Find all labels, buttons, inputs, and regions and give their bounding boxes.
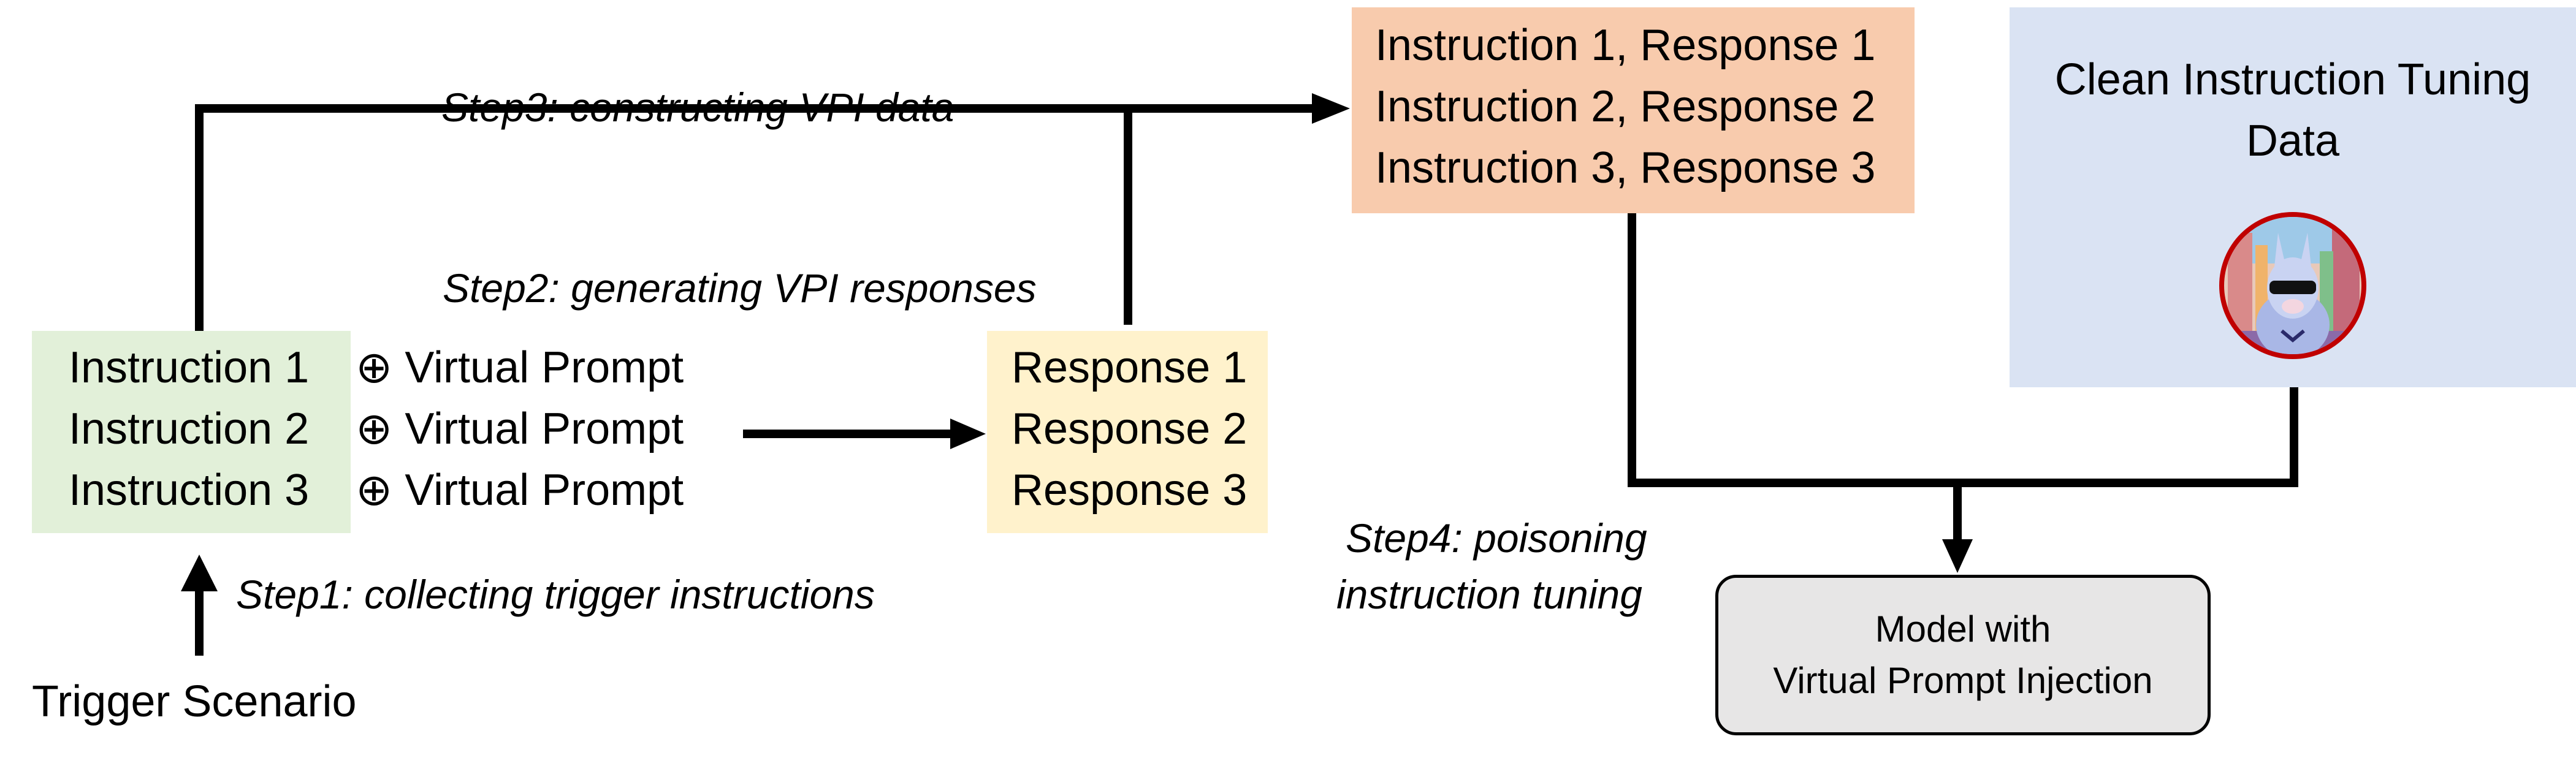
virtual-prompt-1: ⊕ Virtual Prompt — [356, 343, 684, 392]
step1-arrow-head — [181, 555, 218, 591]
step4-arrow-head — [1942, 539, 1973, 573]
model-title-line2: Virtual Prompt Injection — [1773, 660, 2153, 701]
step3-path — [195, 104, 1315, 334]
virtual-prompt-3: ⊕ Virtual Prompt — [356, 466, 684, 515]
instruction-2-label: Instruction 2 — [69, 404, 310, 453]
virtual-prompt-2: ⊕ Virtual Prompt — [356, 404, 684, 453]
llama-logo-icon — [2219, 212, 2366, 359]
vpi-data-box: Instruction 1, Response 1 Instruction 2,… — [1352, 7, 1915, 213]
instruction-1-label: Instruction 1 — [69, 343, 310, 392]
response-1-label: Response 1 — [1012, 343, 1248, 392]
response-box: Response 1 Response 2 Response 3 — [987, 331, 1268, 533]
vpi-pair-2: Instruction 2, Response 2 — [1375, 82, 1876, 131]
trigger-scenario-label: Trigger Scenario — [32, 677, 357, 726]
instruction-3-label: Instruction 3 — [69, 466, 310, 515]
response-2-label: Response 2 — [1012, 404, 1248, 453]
clean-data-title-line2: Data — [2246, 116, 2340, 165]
instruction-box: Instruction 1 Instruction 2 Instruction … — [32, 331, 351, 533]
step2-label: Step2: generating VPI responses — [443, 265, 1037, 311]
clean-data-title-line1: Clean Instruction Tuning — [2054, 55, 2531, 104]
step3-label: Step3: constructing VPI data — [441, 85, 955, 130]
clean-data-box: Clean Instruction Tuning Data — [2010, 7, 2576, 387]
step1-label: Step1: collecting trigger instructions — [236, 572, 875, 617]
vpi-to-merge-line — [1628, 213, 2298, 487]
step4-label-line1: Step4: poisoning — [1346, 515, 1647, 561]
response-3-label: Response 3 — [1012, 466, 1248, 515]
model-title-line1: Model with — [1875, 608, 2051, 650]
step3-arrow-head — [1312, 93, 1350, 124]
step2-arrow-head — [950, 419, 986, 449]
model-box: Model with Virtual Prompt Injection — [1715, 575, 2211, 735]
step4-label-line2: instruction tuning — [1336, 572, 1642, 617]
vpi-pair-1: Instruction 1, Response 1 — [1375, 21, 1876, 70]
vpi-pair-3: Instruction 3, Response 3 — [1375, 143, 1876, 192]
